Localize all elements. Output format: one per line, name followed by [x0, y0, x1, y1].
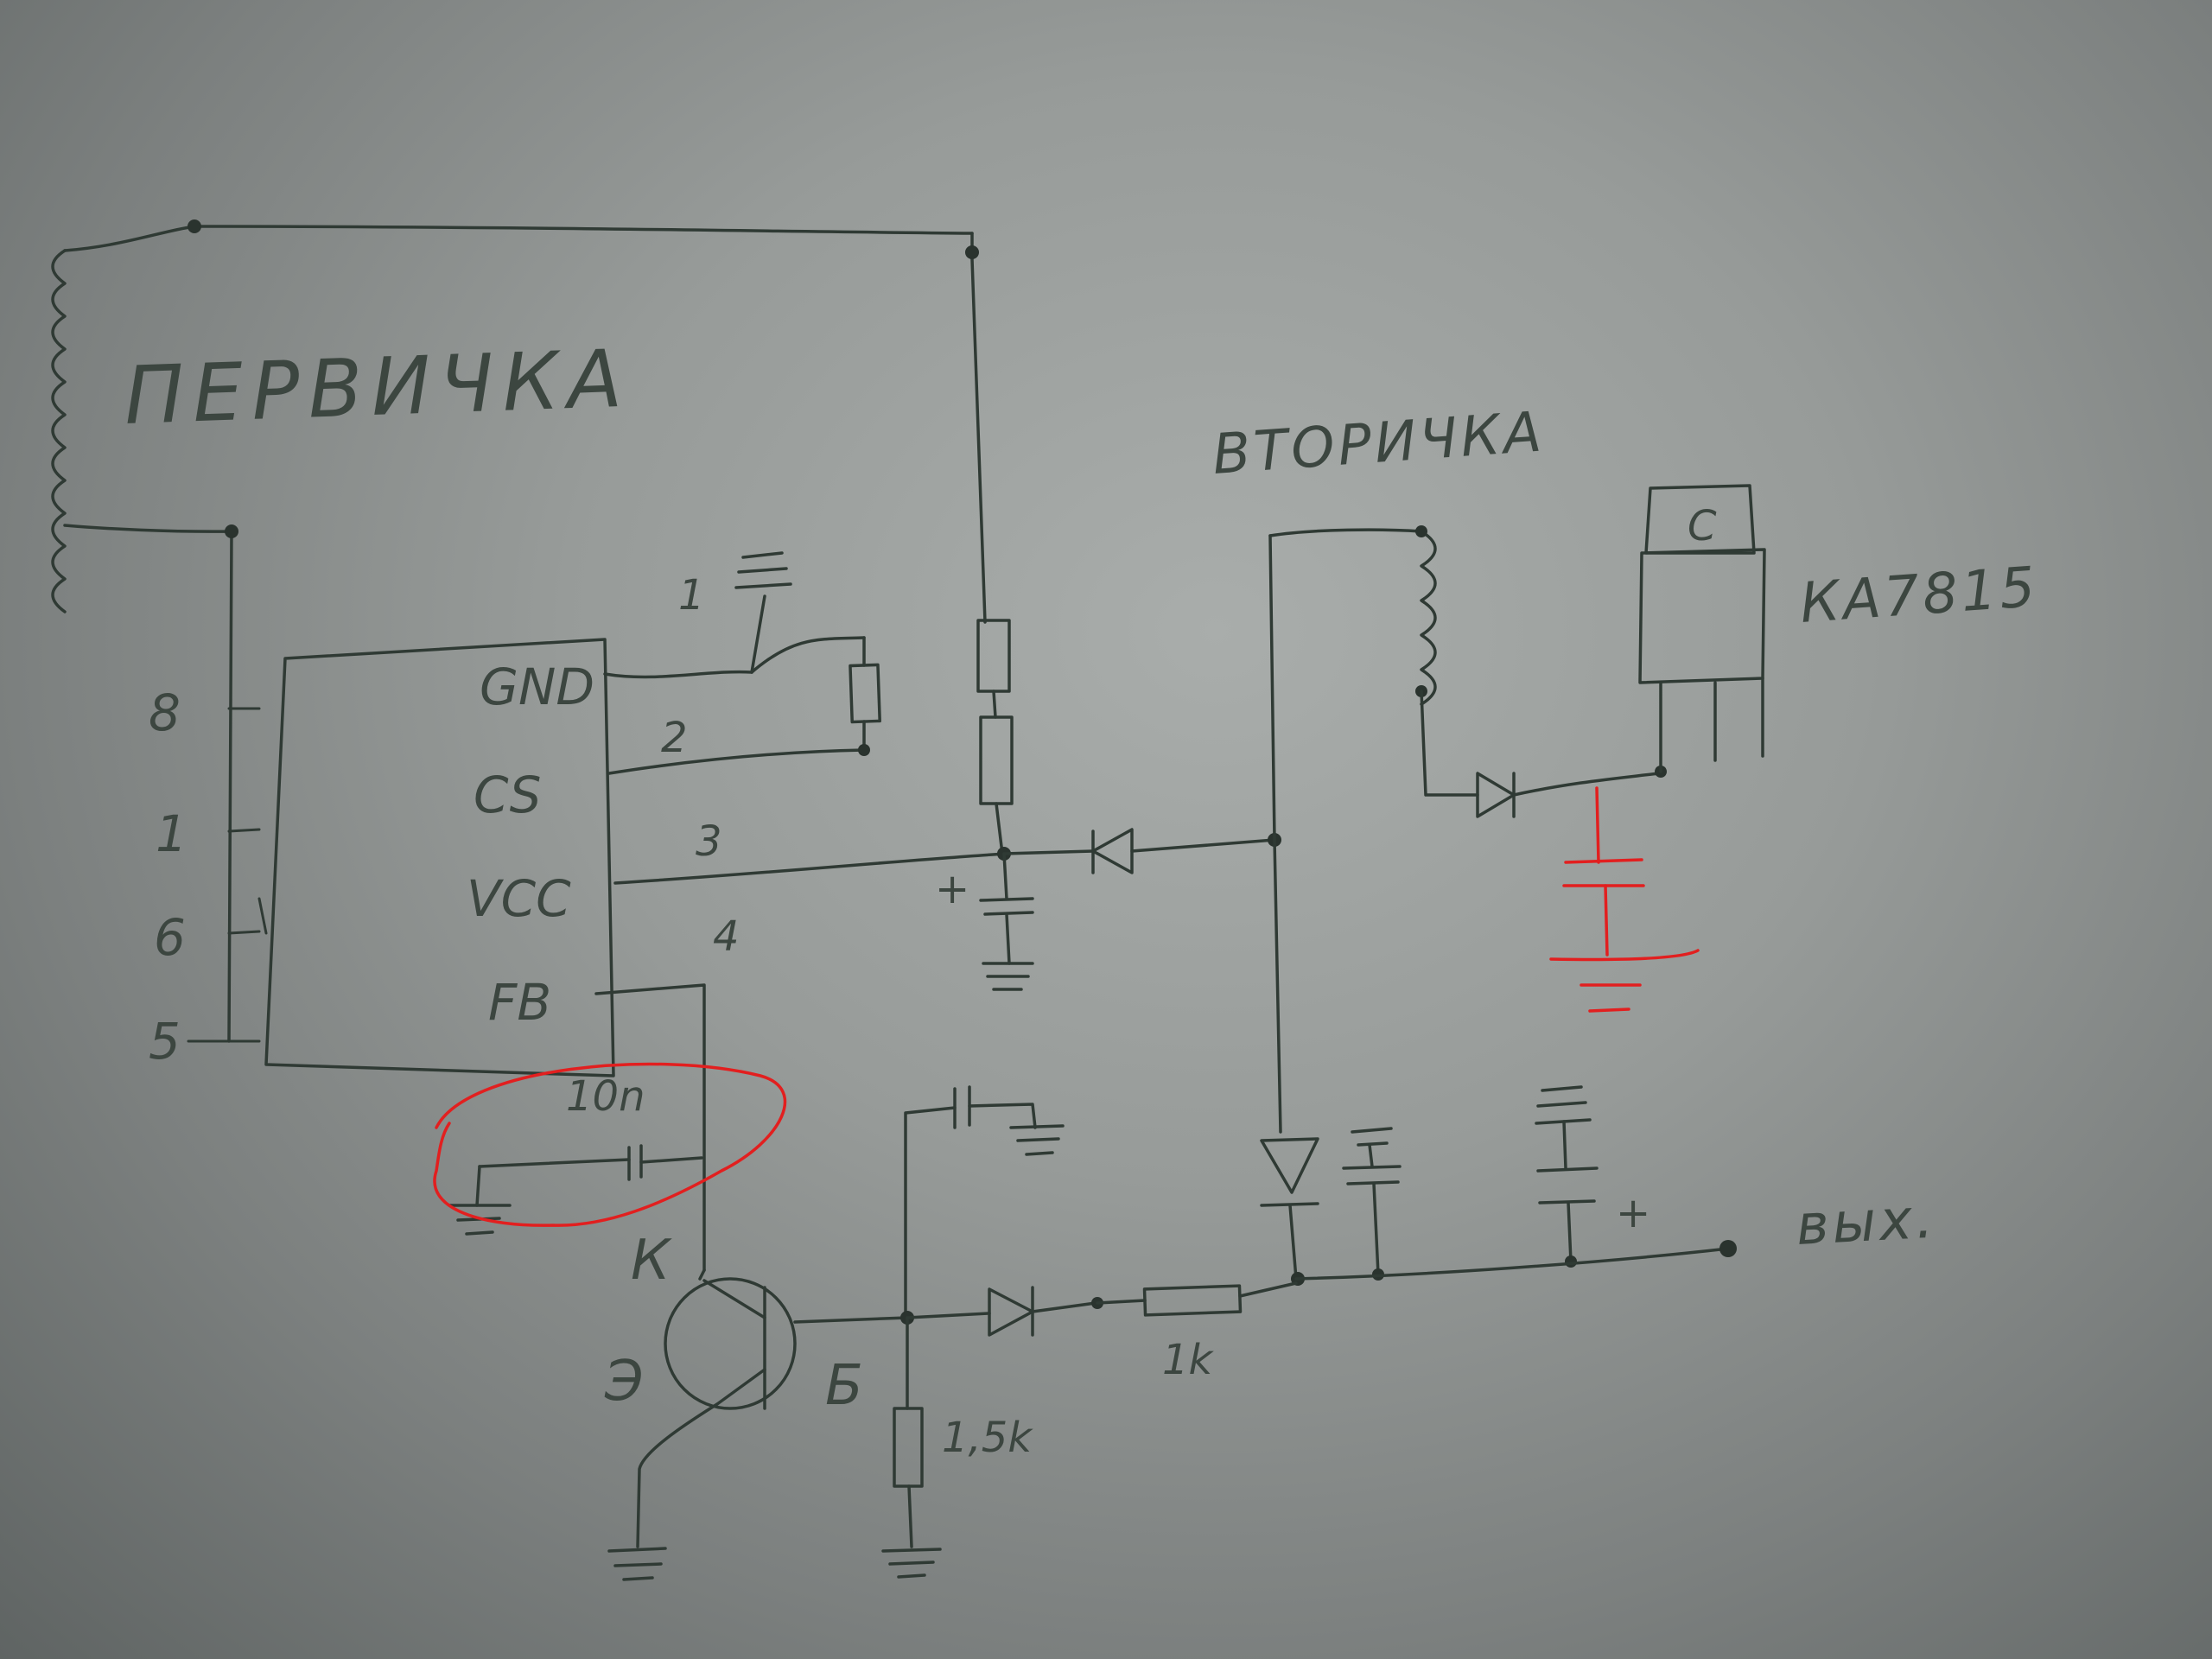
secondary-winding — [1268, 525, 1479, 842]
base-resistor — [881, 1316, 942, 1579]
regulator-ka7815 — [1638, 484, 1766, 773]
fb-capacitor — [448, 1144, 703, 1236]
controller-ic — [187, 638, 615, 1077]
npn-transistor — [607, 1268, 909, 1581]
ic-pin-label-8: 8 — [149, 683, 181, 742]
transistor-emitter-label: Э — [604, 1350, 647, 1414]
cs-pin-number: 2 — [661, 714, 688, 762]
ic-pin-cs: CS — [474, 766, 541, 824]
transistor-base-label: Б — [825, 1354, 867, 1418]
output-cap-plus: + — [1616, 1189, 1650, 1237]
ic-pin-gnd: GND — [480, 658, 594, 716]
base-resistor-value: 1,5k — [942, 1414, 1033, 1462]
ic-pin-vcc: VCC — [467, 869, 571, 928]
secondary-diode — [1476, 766, 1667, 818]
primary-winding-label: ПЕРВИЧКА — [123, 333, 632, 442]
vcc-pin-number: 3 — [696, 817, 722, 866]
startup-resistors — [976, 619, 1014, 861]
primary-winding — [51, 219, 987, 1043]
gnd-pin-number: 1 — [678, 571, 705, 620]
output-capacitor-1 — [1342, 1127, 1402, 1281]
output-terminal — [1719, 1240, 1737, 1257]
vcc-diode — [1002, 828, 1281, 874]
regulator-tab-label: С — [1688, 502, 1717, 550]
cs-sense-resistor — [734, 551, 881, 756]
transistor-collector-label: К — [631, 1229, 673, 1293]
base-capacitor — [900, 1085, 1065, 1325]
ic-pin-label-6: 6 — [154, 908, 186, 967]
ic-pin-label-1: 1 — [156, 804, 188, 863]
secondary-winding-label: ВТОРИЧКА — [1211, 400, 1547, 487]
ic-pin-label-5: 5 — [149, 1012, 181, 1071]
output-rail — [1294, 1247, 1730, 1281]
red-added-capacitor — [1549, 786, 1700, 1013]
red-highlight-circle — [433, 1062, 787, 1227]
ic-pin-fb: FB — [488, 973, 551, 1032]
series-resistor-value: 1k — [1162, 1336, 1215, 1384]
vcc-cap-plus: + — [935, 865, 969, 913]
fb-capacitor-value: 10n — [566, 1072, 645, 1121]
vcc-capacitor — [979, 852, 1034, 991]
feedback-diode — [906, 1286, 1103, 1337]
output-capacitor-2 — [1535, 1085, 1599, 1268]
output-diode — [1260, 838, 1319, 1286]
output-label: вых. — [1795, 1187, 1938, 1258]
fb-pin-number: 4 — [713, 912, 740, 961]
series-resistor — [1096, 1281, 1298, 1317]
regulator-label: КА7815 — [1798, 556, 2041, 636]
